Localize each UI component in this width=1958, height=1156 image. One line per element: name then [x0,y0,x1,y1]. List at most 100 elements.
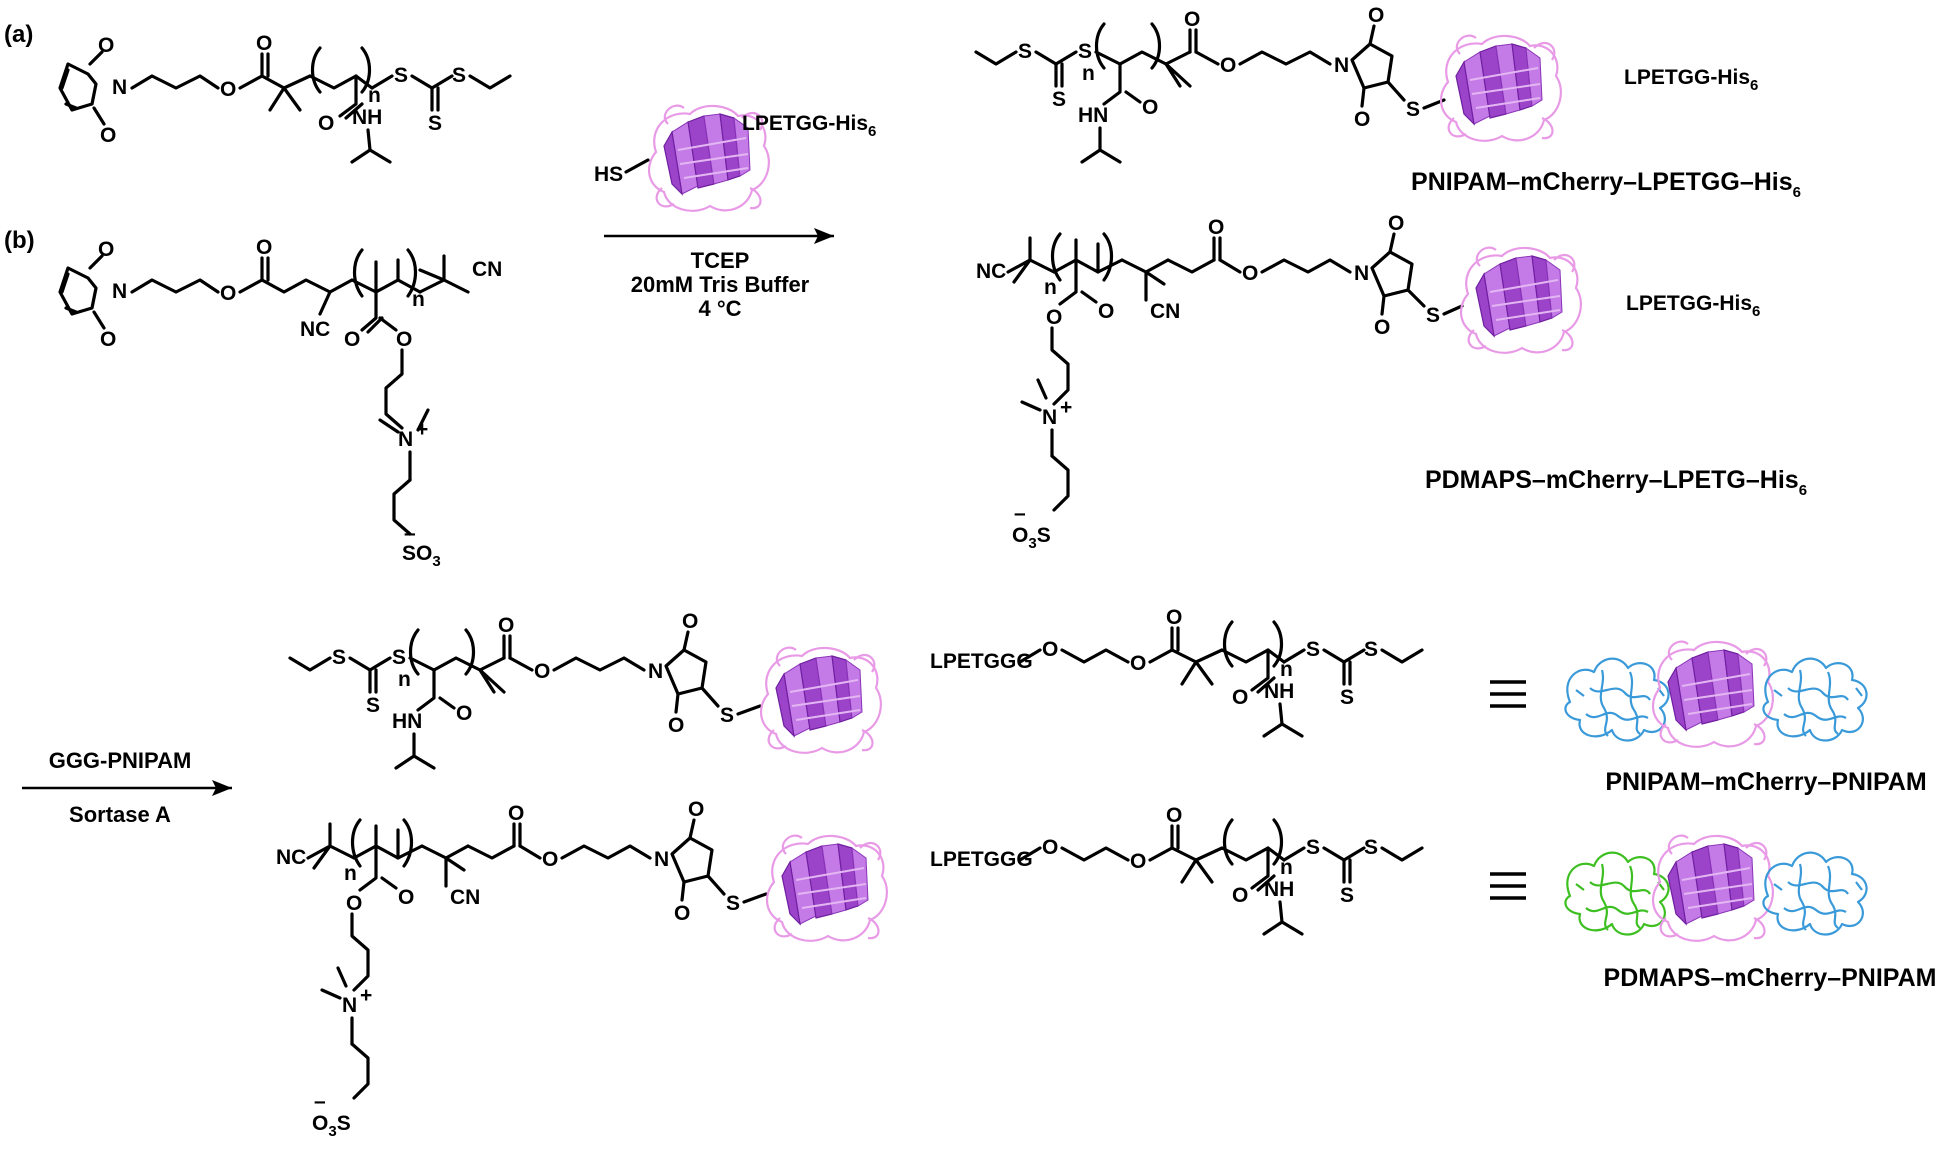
charge-plus: + [416,418,428,441]
atom-s: S [332,646,346,669]
atom-s: S [1426,304,1440,327]
charge-minus: – [1014,502,1026,525]
mcherry-protein-icon [759,646,882,754]
atom-o: O [534,660,550,683]
atom-o3s: O3S [1012,524,1051,552]
atom-s: S [1340,686,1354,709]
atom-s: S [452,64,466,87]
atom-nh: NH [1264,878,1294,901]
atom-s: S [1052,88,1066,111]
atom-s: S [392,646,406,669]
subscript-n: n [398,668,411,691]
atom-o: O [1042,836,1058,859]
atom-n: N [112,76,127,99]
subscript-n: n [1044,276,1057,299]
atom-cn: CN [1150,300,1180,323]
subscript-n: n [1082,62,1095,85]
atom-o: O [1232,884,1248,907]
mcherry-protein-icon [1459,246,1582,354]
reagent-temperature: 4 °C [698,296,741,321]
atom-o: O [1388,212,1404,235]
atom-so3: SO3 [402,542,441,570]
thiol-hs: HS [594,163,623,186]
conjugate-cartoon-pdmaps-pnipam [1564,834,1868,942]
atom-o: O [1220,54,1236,77]
ligation-tag: LPETGGG [930,848,1033,871]
atom-hn: HN [392,710,422,733]
atom-cn: CN [450,886,480,909]
mcherry-protein-icon [1651,640,1774,748]
atom-s: S [1306,836,1320,859]
atom-o: O [1166,606,1182,629]
atom-n-plus: N [342,994,357,1017]
atom-o: O [344,328,360,351]
atom-o: O [1208,216,1224,239]
reagent-sortase: Sortase A [69,802,171,827]
atom-s: S [726,892,740,915]
atom-s: S [394,64,408,87]
charge-minus: – [314,1090,326,1113]
charge-plus: + [1060,396,1072,419]
reagent-ggg-pnipam: GGG-PNIPAM [49,748,192,773]
atom-n: N [1354,262,1369,285]
atom-o: O [396,328,412,351]
atom-s: S [1364,836,1378,859]
atom-nc: NC [976,260,1006,283]
atom-o: O [1166,804,1182,827]
atom-o: O [398,886,414,909]
polymer-coil-icon [1762,657,1868,742]
atom-o: O [1098,300,1114,323]
atom-o: O [98,34,114,57]
mcherry-protein-icon [1651,834,1774,942]
atom-o: O [1232,686,1248,709]
atom-o: O [508,802,524,825]
reagent-buffer: 20mM Tris Buffer [631,272,810,297]
reactant-a-maleimide-pnipam: O O N O O O NH n S S S [58,32,512,164]
atom-nc: NC [276,846,306,869]
product-name-1: PNIPAM–mCherry–LPETGG–His6 [1411,168,1801,201]
product-pdmaps-mcherry-his: NC O O n N + O3S – CN O O N O O S L [976,212,1807,552]
atom-o: O [498,614,514,637]
atom-o: O [1130,652,1146,675]
product-name-3: PNIPAM–mCherry–PNIPAM [1605,768,1926,796]
atom-o: O [688,798,704,821]
atom-s: S [428,112,442,135]
panel-label-a: (a) [4,21,33,48]
atom-s: S [1306,638,1320,661]
subscript-n: n [1280,856,1293,879]
atom-n: N [1334,54,1349,77]
atom-o: O [456,702,472,725]
equivalence-icon [1490,680,1526,708]
atom-s: S [720,704,734,727]
atom-cn: CN [472,258,502,281]
atom-o: O [100,124,116,147]
panel-label-b: (b) [4,227,35,254]
protein-tag: LPETGG-His6 [742,112,876,140]
atom-o: O [100,328,116,351]
reactant-b-maleimide-pdmaps: O O N O O NC O O N + SO3 – n CN [58,236,502,570]
atom-nc: NC [300,318,330,341]
atom-o: O [1142,96,1158,119]
atom-o: O [220,282,236,305]
step1-reaction: HS LPETGG-His6 TCEP 20mM Tris Buffer 4 °… [594,104,876,321]
subscript-n: n [344,862,357,885]
atom-n-plus: N [1042,406,1057,429]
protein-tag: LPETGG-His6 [1626,292,1760,320]
protein-tag: LPETGG-His6 [1624,66,1758,94]
atom-n: N [112,280,127,303]
product-pnipam-mcherry-pnipam: S S S O HN n O O N O O S LPETGGG O O [288,606,1927,796]
atom-o: O [98,238,114,261]
subscript-n: n [368,84,381,107]
atom-o: O [1374,316,1390,339]
atom-o: O [256,236,272,259]
atom-o: O [346,892,362,915]
atom-s: S [1364,638,1378,661]
conjugate-cartoon-pnipam-pnipam [1564,640,1868,748]
reagent-tcep: TCEP [691,248,750,273]
atom-s: S [1078,40,1092,63]
atom-o: O [1130,850,1146,873]
atom-hn: HN [1078,104,1108,127]
charge-minus: – [404,522,416,545]
atom-s: S [366,694,380,717]
